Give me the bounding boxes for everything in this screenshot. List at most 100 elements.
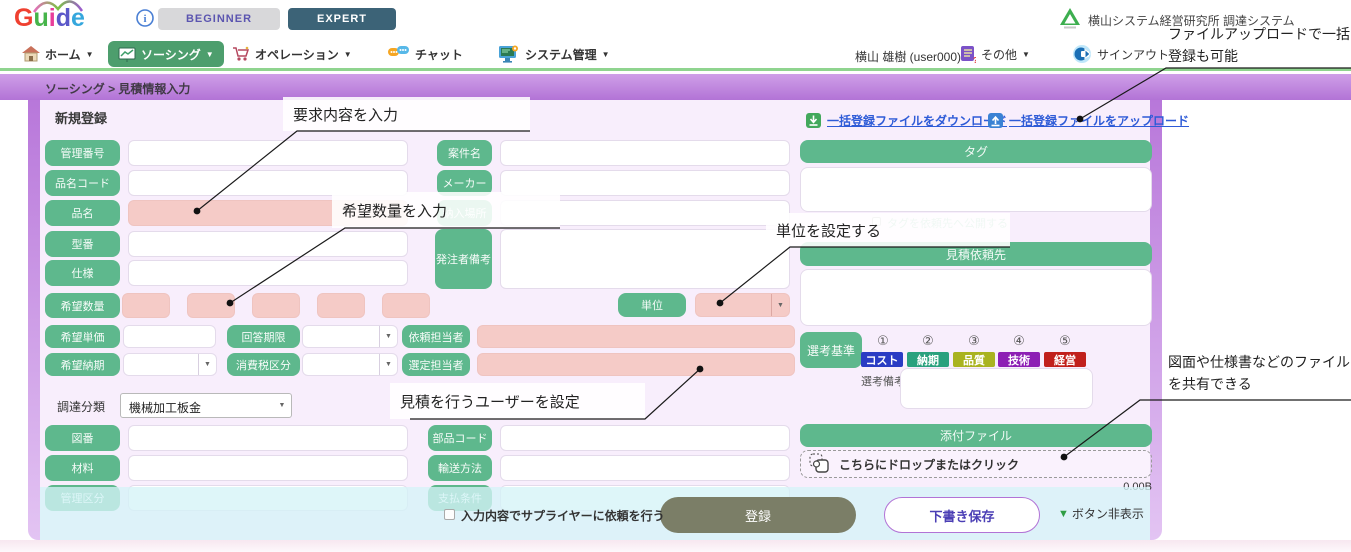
model-number-input[interactable] (128, 231, 408, 257)
nav-system-label: システム管理 (525, 47, 597, 62)
nav-operation[interactable]: オペレーション ▼ (232, 41, 352, 67)
label-spec: 仕様 (45, 260, 120, 286)
callout-quantity: 希望数量を入力 (332, 192, 560, 228)
expert-button[interactable]: EXPERT (288, 8, 396, 30)
chevron-down-icon: ▼ (379, 326, 397, 347)
criteria-number-1: ① (877, 333, 889, 348)
note-bulk-upload: ファイルアップロードで一括登録も可能 (1168, 26, 1350, 64)
label-control-number: 管理番号 (45, 140, 120, 166)
drawing-number-input[interactable] (128, 425, 408, 451)
quantity-input-3[interactable] (252, 293, 300, 318)
project-name-input[interactable] (500, 140, 790, 166)
page-title: 新規登録 (55, 111, 108, 126)
transport-method-input[interactable] (500, 455, 790, 481)
quantity-input-5[interactable] (382, 293, 430, 318)
supplier-request-checkbox[interactable] (444, 509, 455, 520)
home-icon (22, 46, 40, 62)
label-tax-category: 消費税区分 (227, 353, 300, 376)
nav-others[interactable]: ? その他 ▼ (960, 41, 1030, 67)
download-icon (806, 113, 821, 128)
criteria-badge-management: 経営 (1044, 352, 1086, 367)
callout-unit: 単位を設定する (766, 213, 1010, 247)
nav-sourcing[interactable]: ソーシング ▼ (108, 41, 224, 67)
label-model-number: 型番 (45, 231, 120, 257)
label-item-name: 品名 (45, 200, 120, 226)
beginner-button[interactable]: BEGINNER (158, 8, 280, 30)
signout-label: サインアウト (1097, 47, 1170, 62)
chevron-down-icon: ▼ (343, 49, 352, 59)
nav-sourcing-label: ソーシング (141, 47, 201, 62)
unit-select[interactable]: ▼ (695, 293, 790, 317)
nav-system[interactable]: システム管理 ▼ (498, 41, 610, 67)
nav-home[interactable]: ホーム ▼ (22, 41, 94, 67)
upload-icon (988, 113, 1003, 128)
control-number-input[interactable] (128, 140, 408, 166)
part-code-input[interactable] (500, 425, 790, 451)
label-orderer-remarks: 発注者備考 (435, 229, 492, 289)
chevron-down-icon: ▼ (1022, 49, 1030, 59)
breadcrumb: ソーシング > 見積情報入力 (45, 82, 191, 96)
nav-home-label: ホーム (45, 47, 81, 62)
svg-text:?: ? (973, 56, 976, 63)
reply-deadline-select[interactable]: ▼ (302, 325, 398, 348)
company-logo-icon (1060, 8, 1080, 29)
nav-others-label: その他 (981, 47, 1018, 62)
orderer-remarks-textarea[interactable] (500, 229, 790, 289)
info-icon[interactable]: i (136, 9, 154, 27)
bulk-upload-link[interactable]: 一括登録ファイルをアップロード (988, 112, 1189, 129)
callout-select-user: 見積を行うユーザーを設定 (390, 383, 645, 419)
quantity-input-2[interactable] (187, 293, 235, 318)
label-transport-method: 輸送方法 (428, 455, 492, 481)
procurement-category-select[interactable]: 機械加工板金 ▼ (120, 393, 292, 418)
selection-person-input[interactable] (477, 353, 795, 376)
criteria-badge-technology: 技術 (998, 352, 1040, 367)
manual-book-icon: ? (961, 46, 976, 63)
logo-char: i (48, 4, 56, 32)
request-person-input[interactable] (477, 325, 795, 348)
hide-buttons-toggle[interactable]: ▼ ボタン非表示 (1058, 505, 1144, 522)
label-selection-person: 選定担当者 (402, 353, 470, 376)
bulk-download-link[interactable]: 一括登録ファイルをダウンロード (806, 112, 1007, 129)
file-dropzone[interactable]: こちらにドロップまたはクリック (800, 450, 1152, 478)
maker-input[interactable] (500, 170, 790, 196)
tag-box[interactable] (800, 167, 1152, 212)
signout-button[interactable]: サインアウト (1072, 41, 1169, 67)
nav-bar: ホーム ▼ ソーシング ▼ オペレーション ▼ チャット システム管理 ▼ 横山… (0, 37, 1351, 71)
logo-char: G (14, 4, 34, 32)
drag-drop-icon (809, 453, 829, 473)
selection-remarks-textarea[interactable] (900, 368, 1093, 409)
draft-save-button[interactable]: 下書き保存 (884, 497, 1040, 533)
label-material: 材料 (45, 455, 120, 481)
label-procurement-category: 調達分類 (57, 400, 106, 414)
spec-input[interactable] (128, 260, 408, 286)
chevron-down-icon: ▼ (198, 354, 216, 375)
label-desired-delivery: 希望納期 (45, 353, 120, 376)
label-project-name: 案件名 (437, 140, 492, 166)
label-desired-unit-price: 希望単価 (45, 325, 120, 348)
unit-price-input[interactable] (123, 325, 216, 348)
logo-char: d (55, 4, 71, 32)
criteria-badge-quality: 品質 (953, 352, 995, 367)
label-request-person: 依頼担当者 (402, 325, 470, 348)
quantity-input-1[interactable] (122, 293, 170, 318)
quantity-input-4[interactable] (317, 293, 365, 318)
material-input[interactable] (128, 455, 408, 481)
register-button[interactable]: 登録 (660, 497, 856, 533)
criteria-number-2: ② (922, 333, 934, 348)
nav-operation-label: オペレーション (255, 47, 339, 62)
attachment-size: 0.00B (1123, 481, 1152, 493)
system-monitor-icon (499, 45, 518, 63)
dropzone-label: こちらにドロップまたはクリック (839, 457, 1020, 472)
svg-text:i: i (143, 13, 146, 25)
criteria-number-4: ④ (1013, 333, 1025, 348)
quote-recipient-box[interactable] (800, 269, 1152, 326)
label-drawing-number: 図番 (45, 425, 120, 451)
tax-category-select[interactable]: ▼ (302, 353, 398, 376)
control-category-input[interactable] (128, 485, 408, 511)
chevron-down-icon: ▼ (205, 49, 214, 59)
top-bar: Guide i BEGINNER EXPERT 横山システム経営研究所 調達シス… (0, 0, 1351, 37)
label-reply-deadline: 回答期限 (227, 325, 300, 348)
delivery-date-select[interactable]: ▼ (123, 353, 217, 376)
label-part-code: 部品コード (428, 425, 492, 451)
nav-chat[interactable]: チャット (388, 41, 463, 67)
